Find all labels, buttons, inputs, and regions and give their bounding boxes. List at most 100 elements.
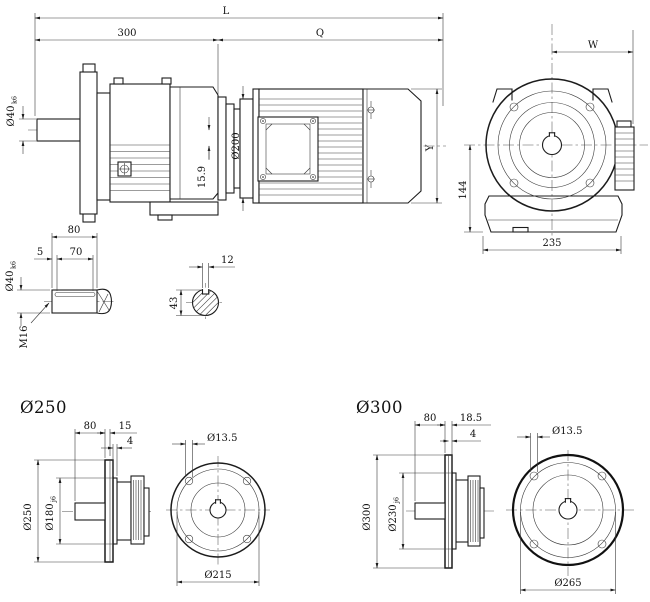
dim-label-f300-80: 80 <box>424 413 437 424</box>
lifting-point-icon <box>367 170 375 188</box>
terminal-box-side <box>614 120 635 191</box>
dim-label-f250-hole: Ø13.5 <box>207 433 237 444</box>
dim-label-43: 43 <box>169 297 180 310</box>
bolt-hole <box>597 539 607 549</box>
dim-shaft-length: 80 <box>51 225 98 288</box>
lifting-point-icon <box>367 101 375 119</box>
motor <box>252 88 422 204</box>
dim-shaft-diameter: Ø40 k6 <box>6 96 36 154</box>
output-shaft-detail: 80 5 70 Ø40 k6 M16 <box>5 225 116 348</box>
dim-over-key: 43 <box>169 289 203 316</box>
shaft-stub <box>414 502 446 520</box>
gearmotor-side-view: L 300 Q Ø40 k6 <box>6 6 446 223</box>
flange-face <box>485 78 619 212</box>
dim-label-shaft-detail-tol: k6 <box>10 261 18 269</box>
dim-flange250-depth: 15 <box>97 421 137 456</box>
terminal-box-plate <box>257 116 319 182</box>
dim-label-70: 70 <box>70 247 83 258</box>
dim-label-f250-bc: Ø215 <box>204 570 231 581</box>
dim-label-15-9: 15.9 <box>197 166 208 188</box>
dim-shaft-detail-diameter: Ø40 k6 <box>5 261 50 326</box>
bolt-hole <box>242 534 252 544</box>
flange-option-300: Ø300 80 1 <box>356 398 636 594</box>
dim-center-thread: M16 <box>19 302 50 349</box>
dim-flange250-spigot: Ø180 j6 <box>45 477 113 545</box>
shaft-cross-section: 12 43 <box>169 255 235 322</box>
dim-flange250-outer: Ø250 <box>23 459 105 563</box>
dim-key-length: 70 <box>56 247 94 291</box>
dim-label-Q: Q <box>316 28 324 39</box>
gear-housing <box>109 77 219 221</box>
dim-label-f250-spigot: Ø180 <box>45 503 56 530</box>
bolt-hole <box>509 178 519 188</box>
flange-option-250: Ø250 80 1 <box>20 398 270 586</box>
dim-center-to-terminal-box: W <box>551 30 634 124</box>
flange-250-side-view: 80 15 4 Ø250 <box>23 421 154 563</box>
dim-adapter-diameter: Ø200 <box>231 86 245 211</box>
bolt-hole <box>184 534 194 544</box>
dim-label-144: 144 <box>458 180 469 199</box>
flange-250-front-view: Ø13.5 Ø215 <box>166 433 270 586</box>
dim-label-shaft-dia: Ø40 <box>6 106 17 127</box>
dim-label-Y: Y <box>425 144 436 152</box>
dim-label-shaft-tol: k6 <box>11 96 19 104</box>
dim-gear-length: 300 <box>34 28 219 94</box>
dim-label-M16: M16 <box>19 326 30 349</box>
dim-label-f300-hole: Ø13.5 <box>552 426 582 437</box>
dim-label-L: L <box>223 6 230 17</box>
dim-label-f250-4: 4 <box>127 436 133 447</box>
gearmotor-front-view: W <box>458 24 648 254</box>
bolt-hole <box>184 476 194 486</box>
dim-label-12: 12 <box>221 255 234 266</box>
bolt-hole <box>597 471 607 481</box>
bolt-hole <box>242 476 252 486</box>
dim-flange300-hub: 80 <box>414 413 446 501</box>
dim-motor-diameter: Y <box>411 88 442 204</box>
dim-base-width: 235 <box>482 236 622 254</box>
oil-plug-icon <box>117 161 132 177</box>
dim-axis-height: 144 <box>458 144 483 233</box>
output-shaft <box>36 118 81 142</box>
dim-label-f300-bc: Ø265 <box>554 578 581 589</box>
dim-flange300-outer: Ø300 <box>362 454 445 569</box>
gearcase-neck <box>96 92 111 201</box>
dim-label-f300-outer: Ø300 <box>362 503 373 530</box>
shaft-end-cap <box>96 288 113 315</box>
dim-label-200: Ø200 <box>231 132 242 159</box>
dim-overall-length: L <box>34 6 444 116</box>
dim-label-235: 235 <box>542 238 561 249</box>
dim-key-offset: 5 <box>34 247 58 291</box>
dim-flange250-hole: Ø13.5 <box>172 433 237 477</box>
dim-flange250-plate: 4 <box>101 436 133 476</box>
bolt-hole <box>585 102 595 112</box>
flange-300-title: Ø300 <box>356 398 403 417</box>
dim-label-W: W <box>588 40 599 51</box>
dim-label-f300-spigot: Ø230 <box>388 504 399 531</box>
flange-300-front-view: Ø13.5 Ø265 <box>506 426 636 594</box>
dim-axis-offset: 15.9 <box>197 117 211 188</box>
dim-label-shaft-detail-dia: Ø40 <box>5 271 16 292</box>
housing-base <box>484 195 623 233</box>
housing-lug <box>592 88 613 103</box>
dim-label-f250-outer: Ø250 <box>23 503 34 530</box>
dim-keyway-width: 12 <box>189 255 235 288</box>
housing-lug <box>492 88 513 103</box>
dim-label-f250-spigot-tol: j6 <box>50 496 58 503</box>
dim-label-f250-80: 80 <box>84 421 97 432</box>
dim-flange300-bolt-circle: Ø265 <box>520 512 616 594</box>
shaft-body <box>51 289 98 314</box>
bolt-hole <box>585 178 595 188</box>
fan-cover <box>362 88 422 204</box>
bolt-hole <box>509 102 519 112</box>
dim-flange250-bolt-circle: Ø215 <box>176 512 260 586</box>
dim-label-f300-spigot-tol: j6 <box>393 497 401 504</box>
dim-label-f250-15: 15 <box>119 421 132 432</box>
dim-label-300: 300 <box>117 28 136 39</box>
dim-flange300-plate: 4 <box>440 429 481 443</box>
dim-label-80: 80 <box>68 225 81 236</box>
bolt-hole <box>529 471 539 481</box>
dim-label-f300-4: 4 <box>470 429 476 440</box>
motor-adapter <box>217 96 254 201</box>
dim-flange300-spigot: Ø230 j6 <box>388 472 452 550</box>
